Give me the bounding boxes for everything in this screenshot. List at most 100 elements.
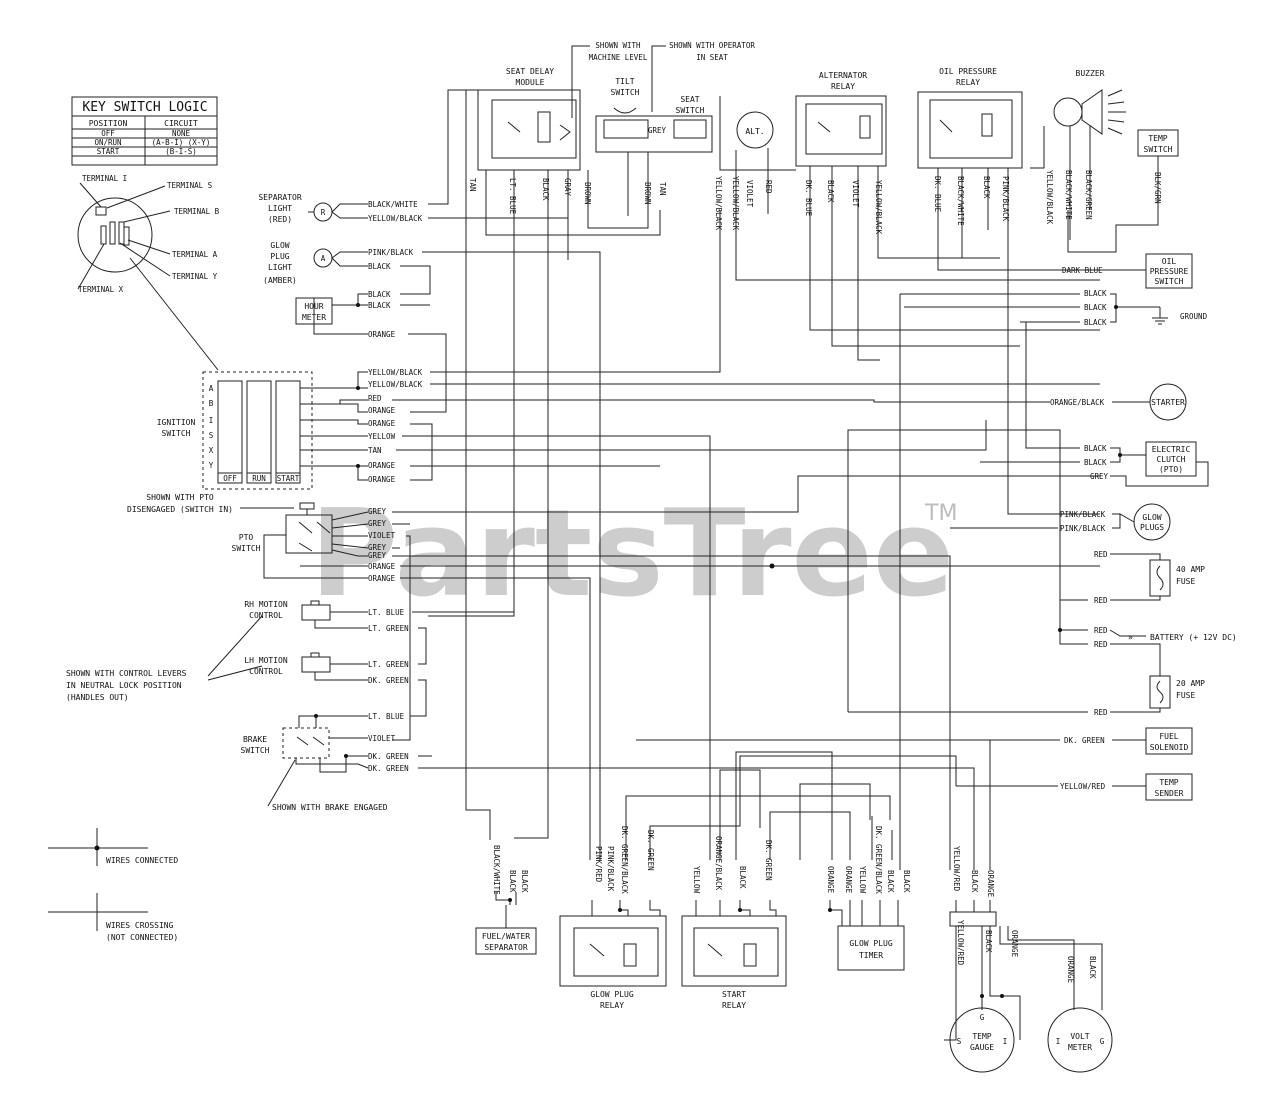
alternator: ALT. [736,111,774,149]
tilt-switch-label: SWITCH [611,88,640,97]
battery-label: BATTERY (+ 12V DC) [1150,633,1237,642]
legend: WIRES CONNECTED WIRES CROSSING (NOT CONN… [48,828,178,942]
wire-label: YELLOW [858,866,867,894]
wire-label: BLACK [970,870,979,893]
electric-clutch: ELECTRIC CLUTCH (PTO) [1145,441,1197,477]
brake-note: SHOWN WITH BRAKE ENGAGED [272,803,388,812]
watermark-tm: TM [924,501,957,526]
bottom-wire-runs [625,740,991,870]
wire-label: BROWN [643,182,652,205]
alternator-relay-label: RELAY [831,82,855,91]
wire-label: YELLOW/BLACK [368,380,423,389]
separator-light-label: SEPARATOR [258,193,302,202]
fuel-solenoid-label: SOLENOID [1150,743,1189,752]
wire-label: DK. BLUE [804,180,813,217]
glow-plug-light-label: (AMBER) [263,276,297,285]
operator-note: SHOWN WITH OPERATOR IN SEAT [651,41,755,112]
electric-clutch-label: CLUTCH [1157,455,1186,464]
terminal-a-label: TERMINAL A [172,250,218,259]
temp-gauge-label: TEMP [972,1032,991,1041]
wire-label: BLACK [1084,458,1107,467]
wire-label: VIOLET [745,180,754,208]
terminal-y-label: TERMINAL Y [172,272,218,281]
wire-label: ORANGE/BLACK [1050,398,1105,407]
top-wire-labels: TAN LT. BLUE BLACK GRAY BROWN BROWN TAN … [468,170,1162,235]
glow-plugs-label: GLOW [1142,513,1161,522]
start-relay-label: RELAY [722,1001,746,1010]
wire-label: YELLOW/RED [956,920,965,966]
wire-label: ORANGE [368,330,396,339]
control-note: SHOWN WITH CONTROL LEVERS [66,669,187,678]
fuel-water-separator: FUEL/WATER SEPARATOR [475,892,537,955]
glow-plug-light-label: GLOW [270,241,289,250]
brake-switch: BRAKE SWITCH SHOWN WITH BRAKE ENGAGED [241,714,388,812]
wire-label: TAN [468,178,477,192]
wire-label: YELLOW/BLACK [874,180,883,235]
wire-label: RED [1094,626,1108,635]
key-switch-cell: (B-I-S) [165,147,197,156]
glow-plug-timer: GLOW PLUG TIMER [829,900,905,971]
temp-gauge-pin: I [1003,1037,1008,1046]
wire-label: RED [1094,550,1108,559]
wire-label: YELLOW/BLACK [368,214,423,223]
oil-pressure-switch-label: OIL [1162,257,1177,266]
temp-switch-label: SWITCH [1144,145,1173,154]
seat-delay-label: MODULE [516,78,545,87]
top-wires [428,89,1100,840]
electric-clutch-label: ELECTRIC [1152,445,1191,454]
wire-label: GREY [368,551,387,560]
wire-label: PINK/RED [594,846,603,883]
key-switch-logic-table: KEY SWITCH LOGIC POSITION CIRCUIT OFF NO… [71,96,218,166]
grey-link-label: GREY [648,126,667,135]
wire-label: GRAY [563,178,572,197]
wire-label: BLACK/WHITE [956,176,965,226]
wire-label: LT. BLUE [508,178,517,215]
oil-pressure-relay-label: OIL PRESSURE [939,67,997,76]
terminal-s-label: TERMINAL S [167,181,213,190]
wire-label: PINK/BLACK [1001,176,1010,222]
wire-label: BLACK [508,870,517,893]
wire-label: ORANGE [986,870,995,898]
glow-plug-relay: GLOW PLUG RELAY [559,900,667,1010]
pto-note: DISENGAGED (SWITCH IN) [127,505,233,514]
fuse-40-amp: 40 AMP FUSE [1149,559,1205,597]
volt-meter: VOLT METER I G [1047,1007,1113,1073]
wire-label: BLK/GRN [1153,172,1162,204]
battery: » BATTERY (+ 12V DC) [1128,633,1237,642]
ignition-terminal-letter: X [209,446,214,455]
wire-label: DK. GREEN [646,830,655,871]
tilt-switch-label: TILT [615,77,634,86]
oil-pressure-relay: OIL PRESSURE RELAY [917,67,1023,169]
wire-label: DK. GREEN/BLACK [620,826,629,894]
right-wire-runs: GROUND [847,269,1209,870]
key-switch-cell: START [97,147,120,156]
temp-sender-label: SENDER [1155,789,1184,798]
wire-label: BLACK [541,178,550,201]
wire-label: DARK BLUE [1062,266,1103,275]
starter: STARTER [1149,383,1187,421]
volt-meter-pin: G [1100,1037,1105,1046]
temp-sender: TEMP SENDER [1145,773,1193,801]
ground-label: GROUND [1180,312,1208,321]
fuel-water-separator-label: FUEL/WATER [482,932,530,941]
buzzer: BUZZER [1053,69,1126,135]
gauge-connector [944,900,1103,1041]
control-note: (HANDLES OUT) [66,693,129,702]
legend-connected: WIRES CONNECTED [106,856,178,865]
key-switch-terminal-view: TERMINAL I TERMINAL S TERMINAL B TERMINA… [77,174,220,371]
key-switch-header: POSITION [89,119,128,128]
wire-label: ORANGE [368,461,396,470]
key-switch-cell: (A-B-I) (X-Y) [152,138,211,147]
oil-pressure-switch-label: PRESSURE [1150,267,1189,276]
rh-motion-label: CONTROL [249,611,283,620]
temp-gauge-label: GAUGE [970,1043,994,1052]
legend-crossing: WIRES CROSSING [106,921,174,930]
start-relay: START RELAY [681,900,787,1010]
wire-label: BLACK/WHITE [492,845,501,895]
terminal-b-label: TERMINAL B [174,207,220,216]
wire-label: DK. GREEN [368,752,409,761]
wire-label: ORANGE/BLACK [714,836,723,891]
temp-switch: TEMP SWITCH [1067,129,1179,253]
wire-label: BLACK [886,870,895,893]
battery-symbol: » [1128,633,1133,642]
